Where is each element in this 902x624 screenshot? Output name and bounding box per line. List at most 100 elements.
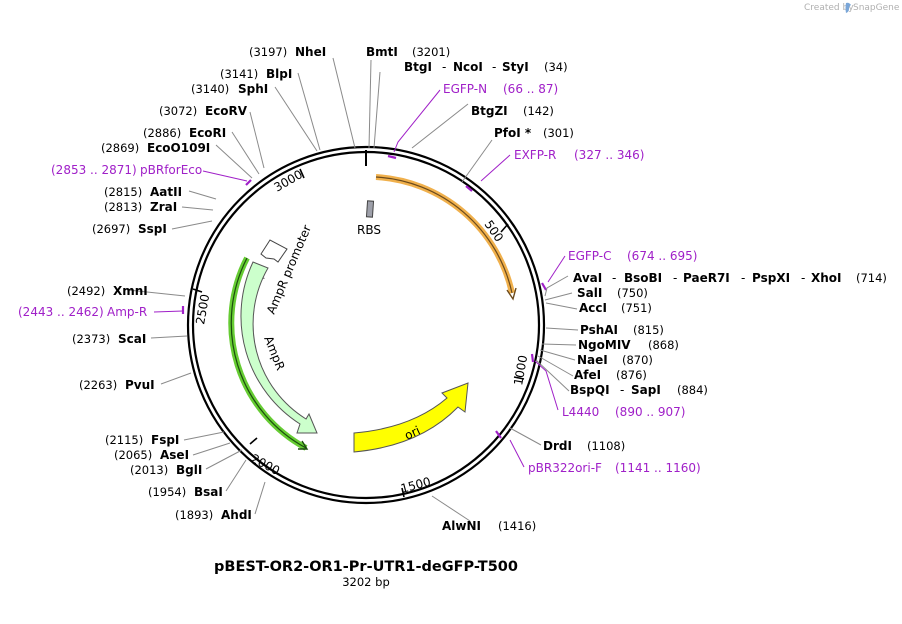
primer-exfp-r[interactable]: EXFP-R (327 .. 346)	[514, 148, 644, 162]
primer-l4440[interactable]: L4440 (890 .. 907)	[562, 405, 685, 419]
pbrforeco-name: pBRforEco	[140, 163, 202, 177]
bmti-name: BmtI	[366, 45, 398, 59]
site-scai[interactable]: (2373) ScaI	[72, 332, 146, 346]
sspi-position: (2697)	[92, 222, 130, 236]
bsai-name: BsaI	[194, 485, 223, 499]
site-ngomiv[interactable]: NgoMIV (868)	[578, 338, 679, 352]
bgli-position: (2013)	[130, 463, 168, 477]
fspi-position: (2115)	[105, 433, 143, 447]
ori-feature[interactable]: ori	[353, 382, 469, 453]
site-pvui[interactable]: (2263) PvuI	[79, 378, 155, 392]
pvui-name: PvuI	[125, 378, 155, 392]
blpi-position: (3141)	[220, 67, 258, 81]
site-ecori[interactable]: (2886) EcoRI	[143, 126, 226, 140]
site-asei[interactable]: (2065) AseI	[114, 448, 189, 462]
acci-name: AccI	[579, 301, 607, 315]
pshai-position: (815)	[633, 323, 664, 337]
exfp-r-range: (327 .. 346)	[574, 148, 644, 162]
site-ahdi[interactable]: (1893) AhdI	[175, 508, 252, 522]
bspqi-sep: -	[620, 383, 624, 397]
site-bsai[interactable]: (1954) BsaI	[148, 485, 223, 499]
primer-pbrforeco[interactable]: (2853 .. 2871) pBRforEco	[51, 163, 202, 177]
pshai-name: PshAI	[580, 323, 618, 337]
ecorv-position: (3072)	[159, 104, 197, 118]
primer-pbr322ori-f[interactable]: pBR322ori-F (1141 .. 1160)	[528, 461, 701, 475]
pspxi-name: PspXI	[752, 271, 790, 285]
styi-name: StyI	[502, 60, 529, 74]
afei-position: (876)	[616, 368, 647, 382]
site-avai-group[interactable]: AvaI - BsoBI - PaeR7I - PspXI - XhoI (71…	[573, 271, 887, 285]
site-zrai[interactable]: (2813) ZraI	[104, 200, 177, 214]
feature-arc-green	[228, 256, 309, 451]
site-naei[interactable]: NaeI (870)	[577, 353, 653, 367]
site-bspqi-sapi[interactable]: BspQI - SapI (884)	[570, 383, 708, 397]
site-sphi[interactable]: (3140) SphI	[191, 82, 268, 96]
site-ecoo109i[interactable]: (2869) EcoO109I	[101, 141, 210, 155]
site-acci[interactable]: AccI (751)	[579, 301, 652, 315]
btgzi-position: (142)	[523, 104, 554, 118]
pbrforeco-range: (2853 .. 2871)	[51, 163, 137, 177]
primer-marks	[181, 154, 547, 439]
ecori-position: (2886)	[143, 126, 181, 140]
tick-label-2500: 2500	[193, 293, 212, 326]
btgi-name: BtgI	[404, 60, 432, 74]
site-bmti[interactable]: BmtI (3201)	[366, 45, 450, 59]
site-blpi[interactable]: (3141) BlpI	[220, 67, 292, 81]
site-drdi[interactable]: DrdI (1108)	[543, 439, 625, 453]
aatii-position: (2815)	[104, 185, 142, 199]
created-by-text: Created by	[804, 3, 854, 13]
site-alwni[interactable]: AlwNI (1416)	[442, 519, 536, 533]
egfp-n-name: EGFP-N	[443, 82, 487, 96]
primer-leaders	[153, 89, 566, 468]
alwni-name: AlwNI	[442, 519, 481, 533]
site-ecorv[interactable]: (3072) EcoRV	[159, 104, 248, 118]
nhei-position: (3197)	[249, 45, 287, 59]
naei-name: NaeI	[577, 353, 608, 367]
site-sspi[interactable]: (2697) SspI	[92, 222, 167, 236]
site-bgli[interactable]: (2013) BglI	[130, 463, 202, 477]
site-pfoi[interactable]: PfoI * (301)	[494, 126, 574, 140]
rbs-feature[interactable]: RBS	[357, 200, 381, 237]
drdi-position: (1108)	[587, 439, 625, 453]
bsai-position: (1954)	[148, 485, 186, 499]
snapgene-logo-icon	[845, 2, 851, 13]
snapgene-brand: Created by SnapGene	[804, 2, 900, 13]
xmni-name: XmnI	[113, 284, 148, 298]
snapgene-app-name: SnapGene	[853, 3, 900, 13]
alwni-position: (1416)	[498, 519, 536, 533]
site-fspi[interactable]: (2115) FspI	[105, 433, 179, 447]
tick-label-2000: 2000	[249, 451, 283, 478]
site-afei[interactable]: AfeI (876)	[574, 368, 647, 382]
site-btgzi[interactable]: BtgZI (142)	[471, 104, 554, 118]
l4440-range: (890 .. 907)	[615, 405, 685, 419]
ori-label: ori	[402, 423, 422, 442]
bspqi-name: BspQI	[570, 383, 610, 397]
sapi-name: SapI	[631, 383, 661, 397]
ecorv-name: EcoRV	[205, 104, 248, 118]
avai-sep-3: -	[741, 271, 745, 285]
pvui-position: (2263)	[79, 378, 117, 392]
site-xmni[interactable]: (2492) XmnI	[67, 284, 148, 298]
nhei-name: NheI	[295, 45, 326, 59]
ecoo109i-name: EcoO109I	[147, 141, 210, 155]
afei-name: AfeI	[574, 368, 601, 382]
ampr-label: AmpR	[261, 334, 287, 372]
site-pshai[interactable]: PshAI (815)	[580, 323, 664, 337]
site-nhei[interactable]: (3197) NheI	[249, 45, 326, 59]
primer-egfp-c[interactable]: EGFP-C (674 .. 695)	[568, 249, 697, 263]
bsobi-name: BsoBI	[624, 271, 662, 285]
avai-sep-2: -	[673, 271, 677, 285]
xmni-position: (2492)	[67, 284, 105, 298]
egfp-n-range: (66 .. 87)	[503, 82, 558, 96]
primer-egfp-n[interactable]: EGFP-N (66 .. 87)	[443, 82, 558, 96]
amp-r-range: (2443 .. 2462)	[18, 305, 104, 319]
plasmid-title-block: pBEST-OR2-OR1-Pr-UTR1-deGFP-T500 3202 bp	[214, 559, 518, 589]
rbs-label: RBS	[357, 223, 381, 237]
site-sali[interactable]: SalI (750)	[577, 286, 648, 300]
ngomiv-position: (868)	[648, 338, 679, 352]
primer-amp-r[interactable]: (2443 .. 2462) Amp-R	[18, 305, 147, 319]
ncoi-name: NcoI	[453, 60, 483, 74]
paer7i-name: PaeR7I	[683, 271, 730, 285]
site-btgi-ncoi-styi[interactable]: BtgI - NcoI - StyI (34)	[404, 60, 568, 74]
site-aatii[interactable]: (2815) AatII	[104, 185, 182, 199]
